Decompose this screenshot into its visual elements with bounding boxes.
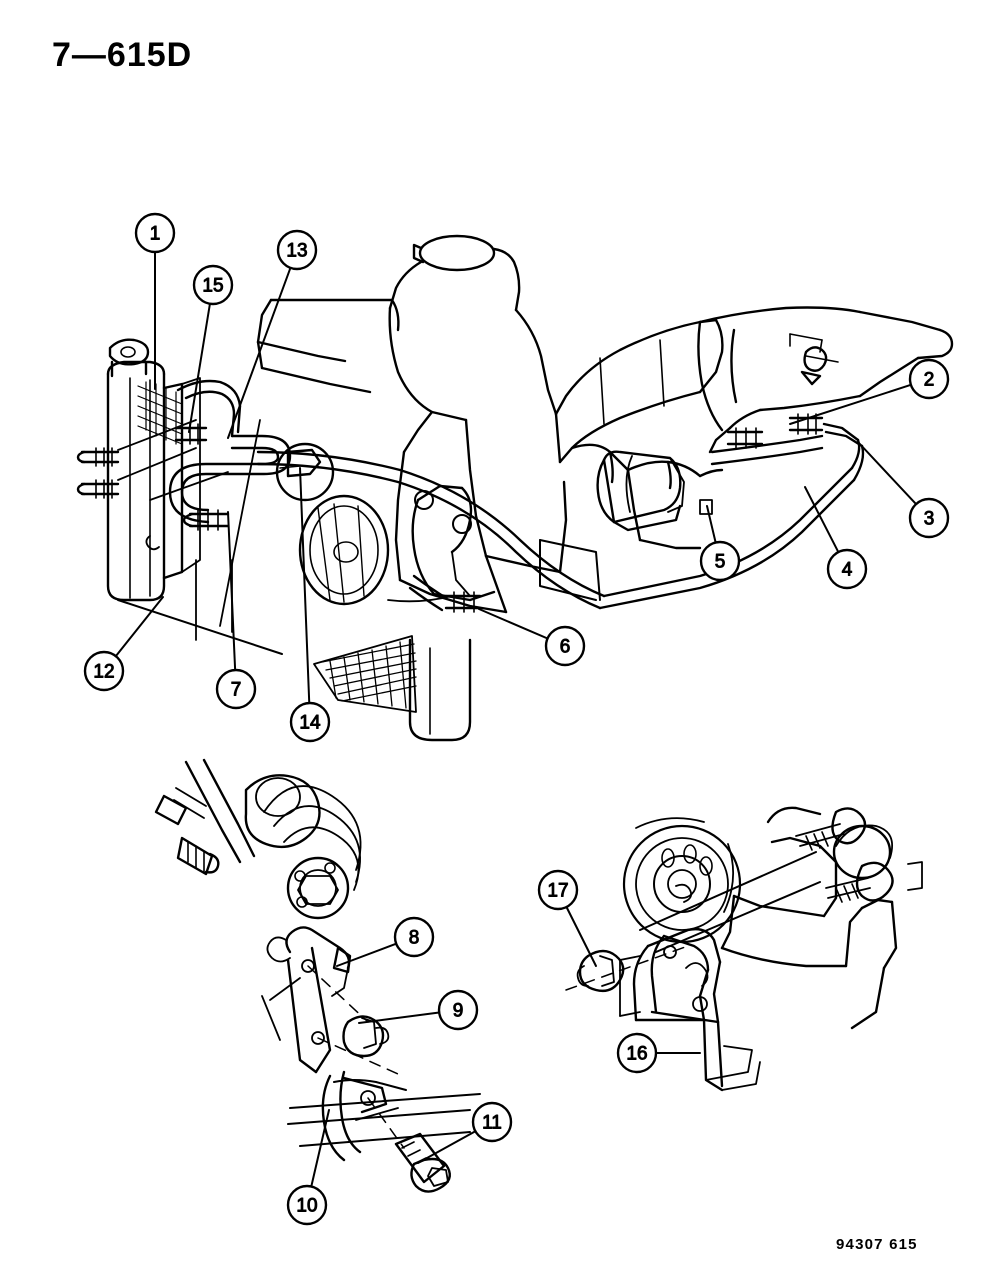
transmission-oil-cooler [106, 338, 201, 602]
callout-number-4: 4 [842, 560, 853, 581]
callout-circle-3[interactable] [908, 497, 950, 539]
callout-number-17: 17 [547, 881, 568, 902]
callout-leader-4 [804, 486, 840, 554]
callout-circle-11[interactable] [471, 1101, 513, 1143]
power-steering-pump [275, 442, 496, 606]
page-title: 7—615D [52, 36, 193, 74]
callout-number-3: 3 [924, 509, 935, 530]
callout-leader-7 [227, 511, 237, 672]
callout-9[interactable]: 9 [358, 989, 479, 1031]
shroud-mesh [313, 635, 417, 713]
callout-circle-8[interactable] [393, 916, 435, 958]
callout-circle-16[interactable] [616, 1032, 658, 1074]
callout-number-10: 10 [296, 1196, 317, 1217]
callout-circle-7[interactable] [215, 668, 257, 710]
callout-number-14: 14 [299, 713, 321, 734]
front-support [117, 419, 601, 742]
callout-leader-10 [310, 1109, 330, 1188]
footer-code: 94307 615 [836, 1236, 918, 1253]
callout-leader-13 [227, 266, 292, 439]
cooler-hose-fittings-left [76, 379, 242, 531]
callout-leader-9 [358, 1011, 441, 1024]
callout-number-6: 6 [560, 637, 571, 658]
callout-number-11: 11 [482, 1113, 502, 1134]
detail-view-left [154, 758, 481, 1193]
callout-leader-12 [114, 596, 164, 658]
callout-leader-2 [789, 383, 912, 425]
callout-leader-11 [417, 1130, 477, 1164]
callout-13[interactable]: 13 [227, 229, 318, 439]
callout-circle-1[interactable] [134, 212, 176, 254]
callout-leader-8 [336, 942, 398, 967]
callout-7[interactable]: 7 [215, 511, 257, 710]
callout-leader-5 [706, 505, 717, 544]
callout-1[interactable]: 1 [134, 212, 176, 390]
cooler-core-hatch [137, 381, 183, 445]
callout-leader-15 [188, 302, 211, 433]
detail-view-right [565, 806, 923, 1092]
callout-number-12: 12 [93, 662, 114, 683]
callout-number-9: 9 [453, 1001, 464, 1022]
callout-circle-12[interactable] [83, 650, 125, 692]
callout-leader-3 [857, 441, 918, 506]
callout-number-15: 15 [202, 276, 223, 297]
callout-leader-14 [299, 467, 311, 705]
engine-assembly [256, 234, 724, 614]
callout-circle-6[interactable] [544, 625, 586, 667]
callout-number-2: 2 [924, 370, 935, 391]
callout-leader-17 [565, 905, 597, 967]
callout-11[interactable]: 11 [417, 1101, 513, 1164]
callout-circle-5[interactable] [699, 540, 741, 582]
callout-6[interactable]: 6 [478, 608, 586, 667]
transmission-assembly [697, 306, 954, 454]
callout-number-1: 1 [150, 224, 161, 245]
callout-17[interactable]: 17 [537, 869, 597, 967]
callout-3[interactable]: 3 [857, 441, 950, 539]
callout-number-8: 8 [409, 928, 420, 949]
air-cleaner-top [418, 234, 496, 272]
callout-14[interactable]: 14 [289, 467, 331, 743]
callout-2[interactable]: 2 [789, 358, 950, 425]
callout-10[interactable]: 10 [286, 1109, 330, 1226]
callout-12[interactable]: 12 [83, 596, 164, 692]
callout-4[interactable]: 4 [804, 486, 868, 590]
callout-circle-4[interactable] [826, 548, 868, 590]
cooler-lines [168, 413, 865, 613]
callout-15[interactable]: 15 [188, 264, 234, 433]
starter-motor [596, 450, 685, 532]
callout-number-5: 5 [715, 552, 726, 573]
callout-circle-15[interactable] [192, 264, 234, 306]
callout-circle-14[interactable] [289, 701, 331, 743]
callout-circle-10[interactable] [286, 1184, 328, 1226]
callout-number-16: 16 [626, 1044, 647, 1065]
callout-5[interactable]: 5 [699, 505, 741, 582]
callout-number-7: 7 [231, 680, 242, 701]
callout-circle-9[interactable] [437, 989, 479, 1031]
callout-circle-13[interactable] [276, 229, 318, 271]
callout-8[interactable]: 8 [336, 916, 435, 967]
callout-16[interactable]: 16 [616, 1032, 701, 1074]
callout-circle-2[interactable] [908, 358, 950, 400]
callout-number-13: 13 [286, 241, 307, 262]
callout-circle-17[interactable] [537, 869, 579, 911]
callout-leader-6 [478, 608, 549, 640]
